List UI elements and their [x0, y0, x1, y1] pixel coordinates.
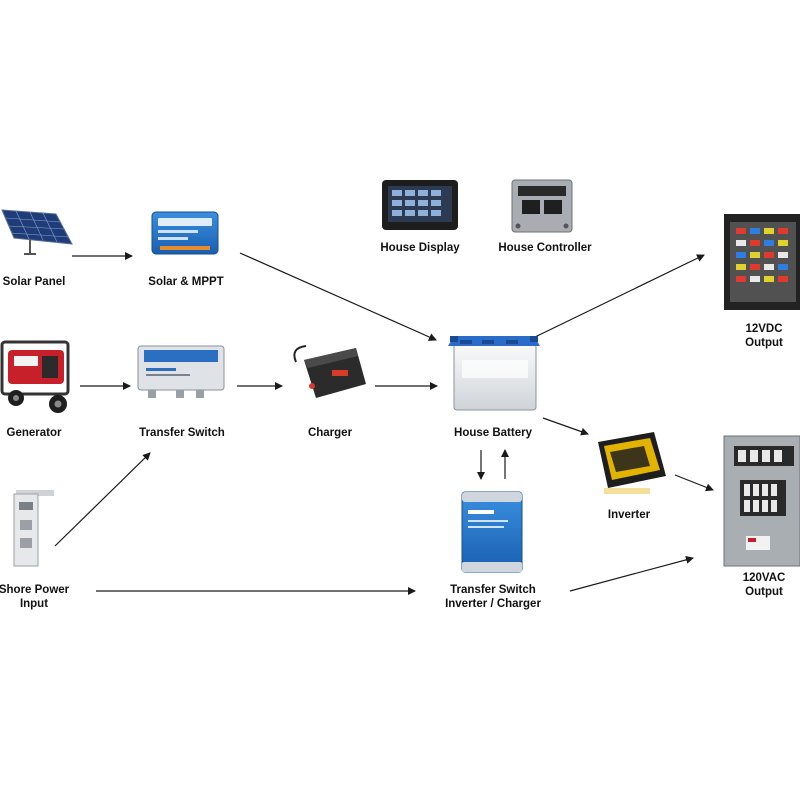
shore-power-pedestal-icon: [13, 490, 54, 567]
house-battery-icon: [448, 336, 540, 411]
label-generator: Generator: [6, 427, 62, 439]
arrow-mppt-to-battery: [239, 252, 437, 341]
connection-arrows: [54, 252, 714, 595]
inverter-icon: [598, 432, 666, 494]
label-solar-mppt: Solar & MPPT: [148, 276, 224, 288]
arrow-inverter-charger-to-120vac: [569, 555, 694, 592]
arrow-battery-to-12vdc: [534, 254, 705, 338]
label-charger: Charger: [307, 427, 353, 439]
generator-icon: [0, 340, 70, 413]
arrow-battery-to-inverter: [542, 417, 589, 436]
label-inverter: Inverter: [607, 509, 651, 521]
solar-mppt-controller-icon: [151, 211, 219, 255]
transfer-switch-icon: [137, 345, 225, 398]
charger-icon: [293, 345, 366, 398]
breaker-panel-icon: [723, 435, 800, 567]
arrow-shore-to-transfer-switch: [54, 452, 151, 547]
label-house-battery: House Battery: [454, 427, 532, 439]
label-transfer-switch: Transfer Switch: [139, 427, 225, 439]
label-solar-panel: Solar Panel: [2, 276, 66, 288]
label-house-display: House Display: [380, 242, 460, 254]
solar-panel-icon: [1, 209, 73, 255]
label-house-controller: House Controller: [498, 242, 592, 254]
house-controller-icon: [511, 179, 573, 233]
house-display-icon: [382, 180, 458, 230]
fuse-panel-icon: [724, 214, 800, 310]
inverter-charger-icon: [461, 491, 523, 573]
arrow-inverter-to-120vac: [674, 474, 714, 492]
